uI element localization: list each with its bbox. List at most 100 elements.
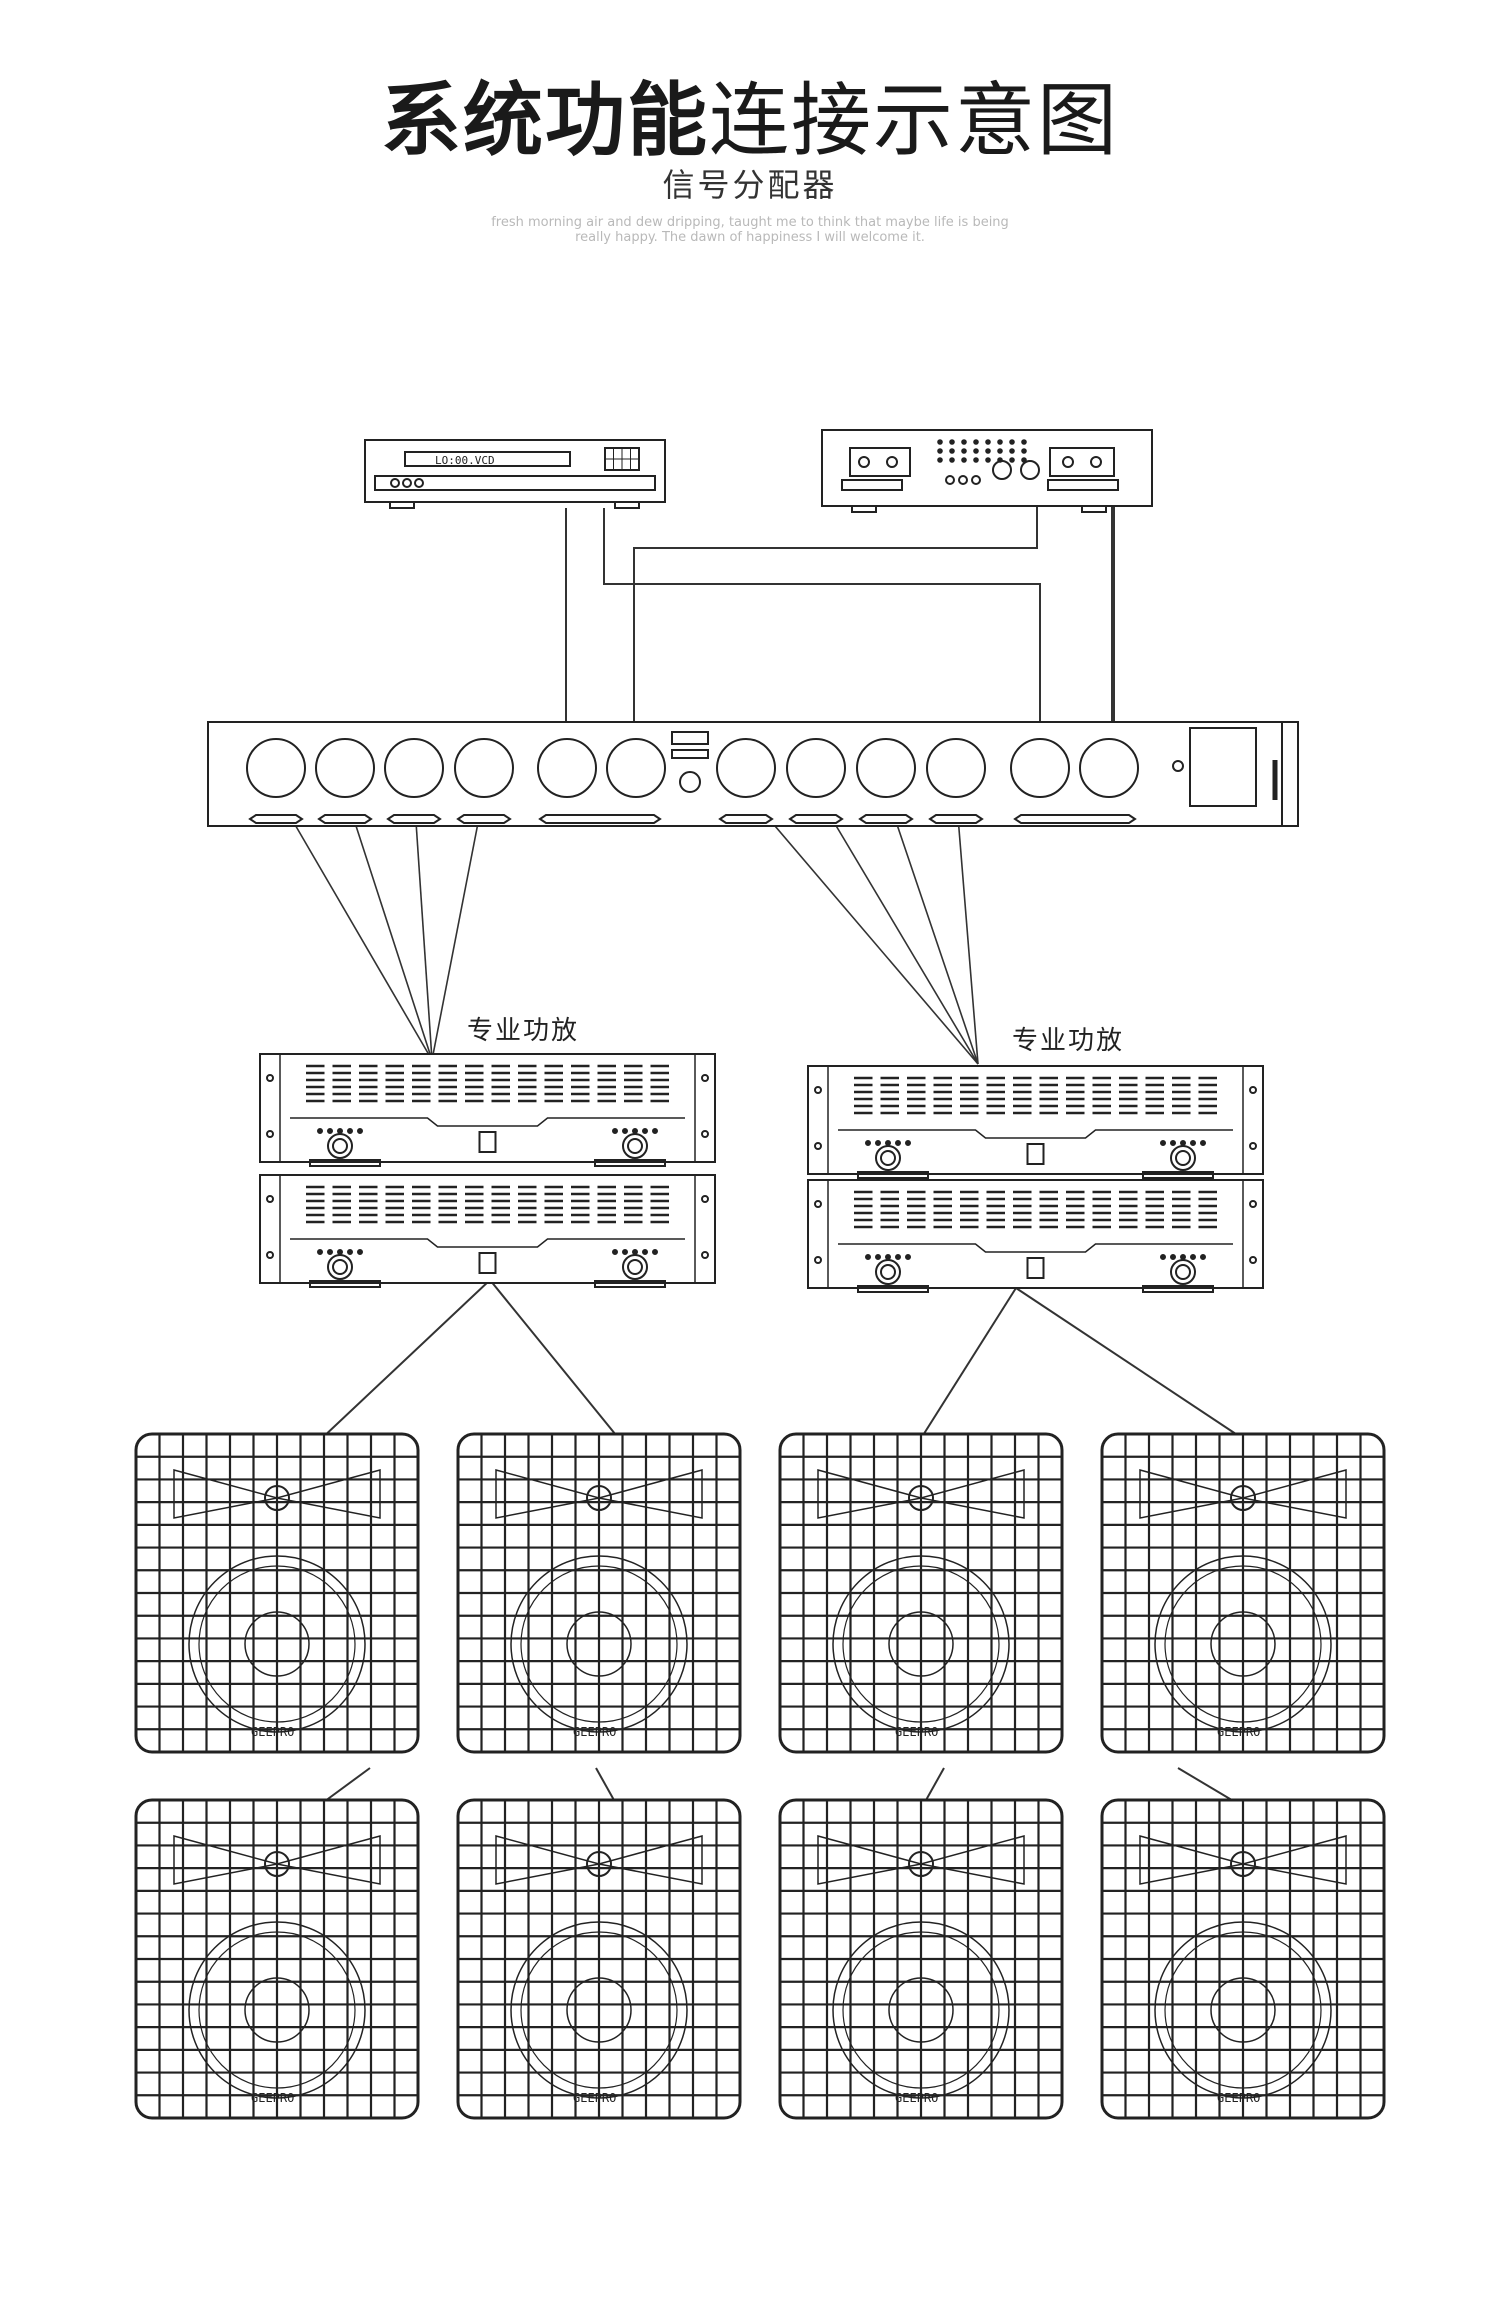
deck-led <box>973 439 979 445</box>
amp-led <box>632 1249 638 1255</box>
distributor-slot <box>1013 814 1137 824</box>
amp-led <box>347 1128 353 1134</box>
amp-screw <box>1249 1256 1257 1264</box>
speaker-woofer <box>832 1555 1010 1733</box>
amp-screw <box>266 1074 274 1082</box>
deck-led <box>937 448 943 454</box>
amp-power-switch <box>478 1252 497 1274</box>
distributor-panel <box>1189 727 1257 807</box>
speaker-tweeter <box>908 1485 934 1511</box>
speaker-woofer <box>1154 1555 1332 1733</box>
distributor-jack <box>1010 738 1070 798</box>
amp-led <box>895 1140 901 1146</box>
speaker-grille <box>136 1800 418 2118</box>
distributor-jack <box>606 738 666 798</box>
speaker-woofer <box>188 1555 366 1733</box>
speaker-woofer <box>510 1555 688 1733</box>
deck-button <box>958 475 968 485</box>
tagline-line-1: fresh morning air and dew dripping, taug… <box>491 215 1009 230</box>
deck-led <box>949 448 955 454</box>
player-foot <box>614 501 640 509</box>
deck-led <box>961 439 967 445</box>
speaker-woofer-surround <box>198 1931 356 2089</box>
speaker-brand: GEEPRO <box>895 2091 938 2105</box>
amp-volume-knob-inner <box>1175 1150 1191 1166</box>
amp-panel-line <box>838 1243 1233 1253</box>
cable <box>633 506 1038 739</box>
amp-led <box>357 1249 363 1255</box>
speaker-grille <box>780 1800 1062 2118</box>
amp-label-left: 专业功放 <box>467 1016 580 1046</box>
distributor-jack <box>716 738 776 798</box>
amp-volume-knob <box>875 1145 901 1171</box>
player-tray-body <box>374 475 656 491</box>
amp-led <box>652 1128 658 1134</box>
deck-cassette-right <box>1049 447 1115 477</box>
speaker-dustcap <box>566 1611 632 1677</box>
distributor-slot <box>317 814 373 824</box>
speaker-tweeter <box>264 1485 290 1511</box>
amp-power-switch <box>1026 1257 1045 1279</box>
amp-led <box>652 1249 658 1255</box>
speaker-brand: GEEPRO <box>251 2091 294 2105</box>
speaker-r2-c3: GEEPRO <box>778 1798 1064 2120</box>
amp-led <box>317 1128 323 1134</box>
player-button <box>414 478 424 488</box>
amp-led <box>1180 1254 1186 1260</box>
deck-led <box>949 439 955 445</box>
deck-buttons-left <box>841 479 903 491</box>
amp-led <box>327 1128 333 1134</box>
distributor-jack <box>786 738 846 798</box>
speaker-brand: GEEPRO <box>895 1725 938 1739</box>
reel <box>1090 456 1102 468</box>
speaker-dustcap <box>888 1611 954 1677</box>
speaker-horn <box>1139 1835 1347 1885</box>
amp-volume-knob-inner <box>880 1264 896 1280</box>
distributor-power <box>679 771 701 793</box>
distributor-slot <box>538 814 662 824</box>
deck-led <box>1009 439 1015 445</box>
speaker-woofer-surround <box>520 1931 678 2089</box>
amp-led <box>905 1254 911 1260</box>
amp-foot <box>1142 1285 1214 1293</box>
speaker-tweeter <box>586 1851 612 1877</box>
speaker-grille <box>1102 1434 1384 1752</box>
speaker-woofer-surround <box>520 1565 678 1723</box>
cable-layer <box>275 506 1263 1819</box>
page-title: 系统功能连接示意图 <box>0 56 1500 172</box>
cable-fan <box>955 791 979 1065</box>
amp-label-right: 专业功放 <box>1012 1026 1125 1056</box>
distributor-slot <box>718 814 774 824</box>
amp-volume-knob <box>327 1254 353 1280</box>
amp-screw <box>266 1251 274 1259</box>
speaker-woofer-surround <box>842 1565 1000 1723</box>
speaker-dustcap <box>244 1977 310 2043</box>
amp-panel-line <box>290 1238 685 1248</box>
tape-deck <box>821 429 1153 513</box>
amp-screw <box>701 1074 709 1082</box>
amp-volume-knob-inner <box>1175 1264 1191 1280</box>
player-display <box>404 451 571 467</box>
amp-led <box>875 1140 881 1146</box>
amp-led <box>337 1249 343 1255</box>
amp-led <box>1180 1140 1186 1146</box>
speaker-tweeter <box>586 1485 612 1511</box>
deck-led <box>997 448 1003 454</box>
deck-button <box>971 475 981 485</box>
speaker-tweeter <box>1230 1851 1256 1877</box>
cable <box>319 1279 491 1441</box>
amp-volume-knob <box>327 1133 353 1159</box>
distributor-jack <box>856 738 916 798</box>
speaker-brand: GEEPRO <box>573 2091 616 2105</box>
distributor-jack <box>537 738 597 798</box>
amp-volume-knob <box>875 1259 901 1285</box>
amp-led <box>895 1254 901 1260</box>
amp-screw <box>701 1251 709 1259</box>
distributor-slot <box>248 814 304 824</box>
amp-foot <box>857 1171 929 1179</box>
speaker-brand: GEEPRO <box>1217 1725 1260 1739</box>
amp-led <box>622 1128 628 1134</box>
amp-led <box>1170 1254 1176 1260</box>
distributor-slot <box>858 814 914 824</box>
deck-led <box>1009 457 1015 463</box>
